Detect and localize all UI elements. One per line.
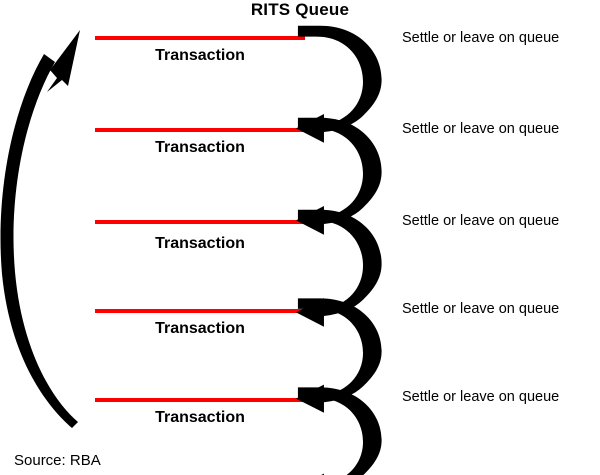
settle-note-3: Settle or leave on queue xyxy=(402,213,560,229)
queue-line-4 xyxy=(95,309,305,313)
transaction-label-1: Transaction xyxy=(155,47,245,64)
page-title: RITS Queue xyxy=(250,0,350,19)
settlement-test-arrow-2 xyxy=(296,117,382,235)
recirculate-arrow xyxy=(0,30,80,428)
settlement-test-arrow-3 xyxy=(296,209,382,327)
settlement-test-arrow-1 xyxy=(296,25,382,143)
queue-line-2 xyxy=(95,128,305,132)
queue-line-5 xyxy=(95,398,305,402)
settlement-test-arrow-4 xyxy=(296,298,382,413)
queue-line-1 xyxy=(95,36,305,40)
source-caption: Source: RBA xyxy=(14,452,101,469)
transaction-label-5: Transaction xyxy=(155,409,245,426)
transaction-label-2: Transaction xyxy=(155,139,245,156)
queue-line-3 xyxy=(95,220,305,224)
transaction-label-3: Transaction xyxy=(155,235,245,252)
settle-note-5: Settle or leave on queue xyxy=(402,389,560,405)
settle-note-2: Settle or leave on queue xyxy=(402,121,560,137)
settle-note-1: Settle or leave on queue xyxy=(402,30,560,46)
settle-note-4: Settle or leave on queue xyxy=(402,301,560,317)
transaction-label-4: Transaction xyxy=(155,320,245,337)
settlement-test-arrow-5 xyxy=(297,387,382,475)
